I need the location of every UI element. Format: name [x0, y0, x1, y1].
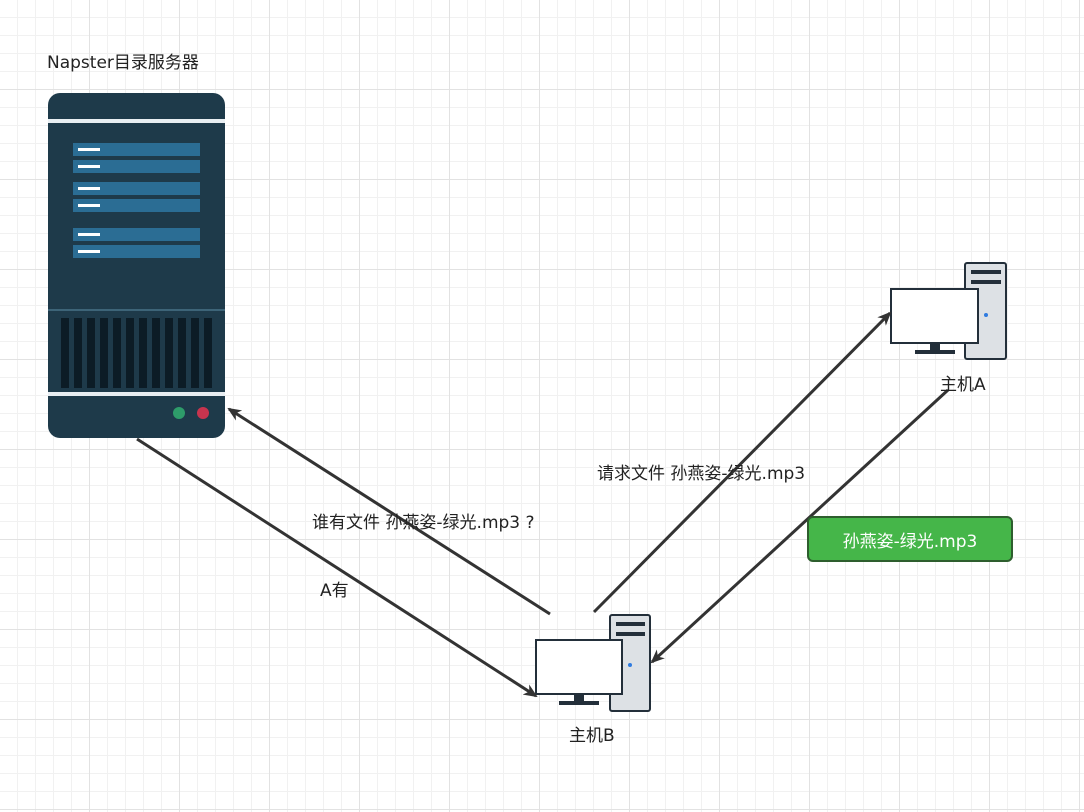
- host-a-label: 主机A: [940, 375, 986, 395]
- server-title: Napster目录服务器: [47, 53, 199, 73]
- arrow-b-to-a-request: [592, 311, 892, 614]
- file-box: 孙燕姿-绿光.mp3: [807, 516, 1013, 562]
- file-name: 孙燕姿-绿光.mp3: [842, 531, 978, 552]
- host-b-computer-icon: [535, 614, 651, 712]
- server-rack-icon: [48, 93, 225, 438]
- host-a-computer-icon: [890, 262, 1007, 360]
- arrow-server-to-b-answer: [136, 437, 538, 698]
- server-led-red: [197, 407, 209, 419]
- request-message-label: 请求文件 孙燕姿-绿光.mp3: [597, 464, 806, 484]
- host-b-label: 主机B: [569, 726, 615, 746]
- server-drive-slots: [73, 143, 200, 258]
- server-led-green: [173, 407, 185, 419]
- query-message-label: 谁有文件 孙燕姿-绿光.mp3 ?: [312, 513, 535, 533]
- answer-message-label: A有: [320, 581, 349, 601]
- server-vent-grill: [61, 318, 212, 388]
- arrow-b-to-server-query: [227, 407, 551, 616]
- arrow-a-to-b-transfer: [650, 388, 950, 664]
